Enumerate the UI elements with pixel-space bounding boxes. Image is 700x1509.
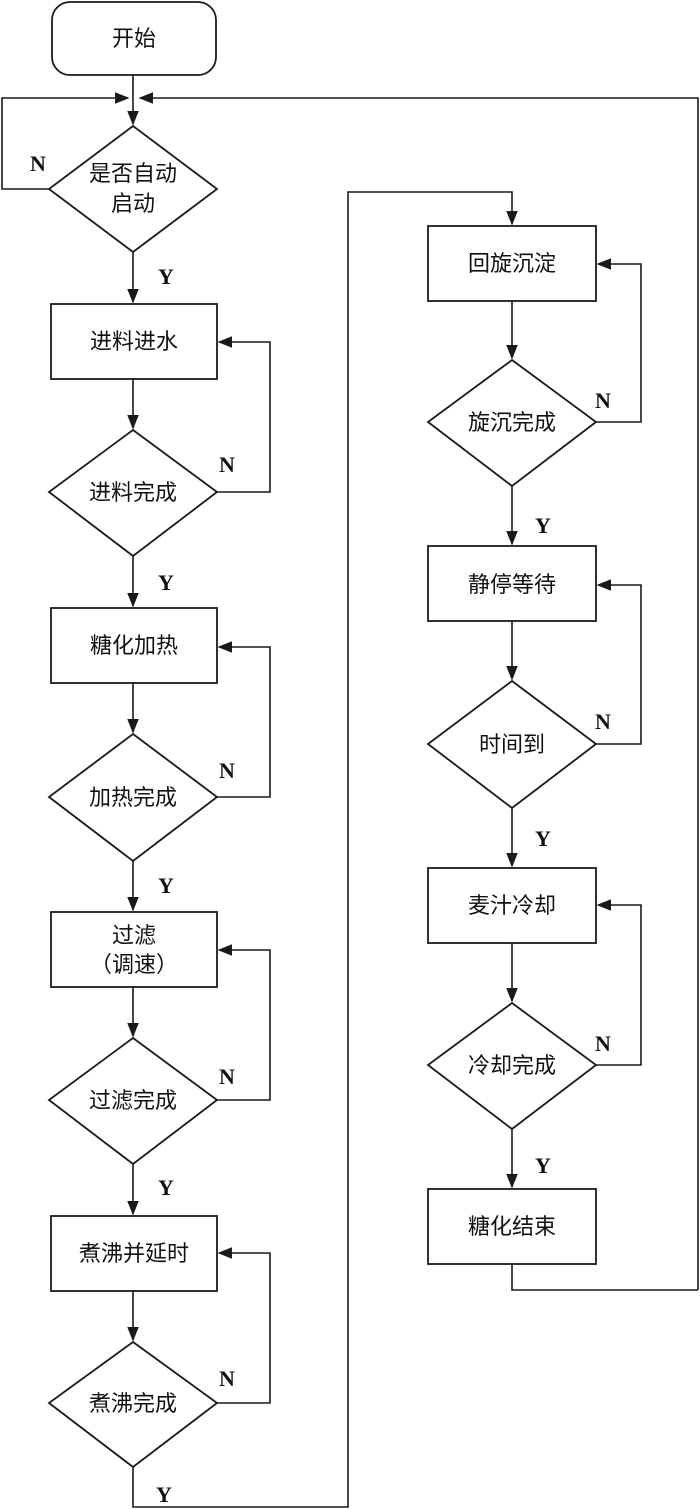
boil-yes-label: Y (156, 1482, 172, 1507)
whirlpool-done-decision (426, 358, 598, 488)
loop-cool-no (596, 899, 642, 1066)
filter-yes-label: Y (158, 1175, 174, 1200)
whirlpool-no-label: N (595, 388, 611, 413)
wort-cool-label: 麦汁冷却 (468, 894, 556, 919)
filter-done-label: 过滤完成 (89, 1089, 177, 1114)
cool-done-decision (426, 1001, 598, 1131)
end-label: 糖化结束 (468, 1215, 556, 1240)
loop-filter-no (217, 944, 271, 1101)
auto-start-decision (47, 124, 219, 254)
loop-auto-no (1, 92, 130, 190)
start-label: 开始 (112, 27, 156, 52)
feed-process (50, 303, 218, 380)
filter-label-line2: （调速） (90, 953, 178, 978)
saccharify-heat-label: 糖化加热 (90, 634, 178, 659)
time-up-decision (426, 679, 598, 810)
loop-rest-no (596, 579, 642, 745)
boil-label: 煮沸并延时 (79, 1242, 189, 1267)
boil-done-label: 煮沸完成 (89, 1392, 177, 1417)
whirlpool-process (427, 225, 597, 302)
whirlpool-yes-label: Y (535, 513, 551, 538)
time-no-label: N (595, 709, 611, 734)
heat-no-label: N (219, 758, 235, 783)
whirlpool-done-label: 旋沉完成 (468, 411, 556, 436)
rest-process (427, 545, 597, 622)
arrow-boil-yes-to-whirlpool (132, 191, 518, 1508)
loop-end-return (138, 92, 699, 1290)
loop-whirlpool-no (596, 258, 642, 423)
auto-start-label-line2: 启动 (111, 192, 155, 217)
start-terminal (51, 1, 217, 76)
time-yes-label: Y (535, 826, 551, 851)
feed-done-decision (47, 428, 219, 558)
heat-done-decision (47, 732, 219, 863)
filter-no-label: N (219, 1064, 235, 1089)
loop-boil-no (217, 1247, 271, 1404)
saccharify-heat-process (50, 607, 218, 684)
end-process (427, 1188, 597, 1265)
cool-yes-label: Y (535, 1153, 551, 1178)
filter-label-line1: 过滤 (112, 924, 156, 949)
feed-yes-label: Y (158, 570, 174, 595)
boil-process (50, 1215, 218, 1292)
time-up-label: 时间到 (479, 733, 545, 758)
loop-feed-no (217, 336, 271, 493)
filter-done-decision (47, 1036, 219, 1166)
feed-label: 进料进水 (90, 330, 178, 355)
auto-yes-label: Y (158, 264, 174, 289)
filter-process (50, 911, 218, 988)
cool-no-label: N (595, 1031, 611, 1056)
whirlpool-label: 回旋沉淀 (468, 252, 556, 277)
loop-heat-no (217, 641, 271, 798)
auto-no-label: N (30, 151, 46, 176)
rest-label: 静停等待 (468, 573, 556, 598)
wort-cool-process (427, 867, 597, 944)
boil-done-decision (47, 1340, 219, 1469)
heat-yes-label: Y (158, 873, 174, 898)
boil-no-label: N (219, 1366, 235, 1391)
auto-start-label-line1: 是否自动 (89, 162, 177, 187)
feed-no-label: N (219, 452, 235, 477)
cool-done-label: 冷却完成 (468, 1054, 556, 1079)
heat-done-label: 加热完成 (89, 786, 177, 811)
feed-done-label: 进料完成 (89, 481, 177, 506)
line-end-return (511, 1264, 698, 1291)
